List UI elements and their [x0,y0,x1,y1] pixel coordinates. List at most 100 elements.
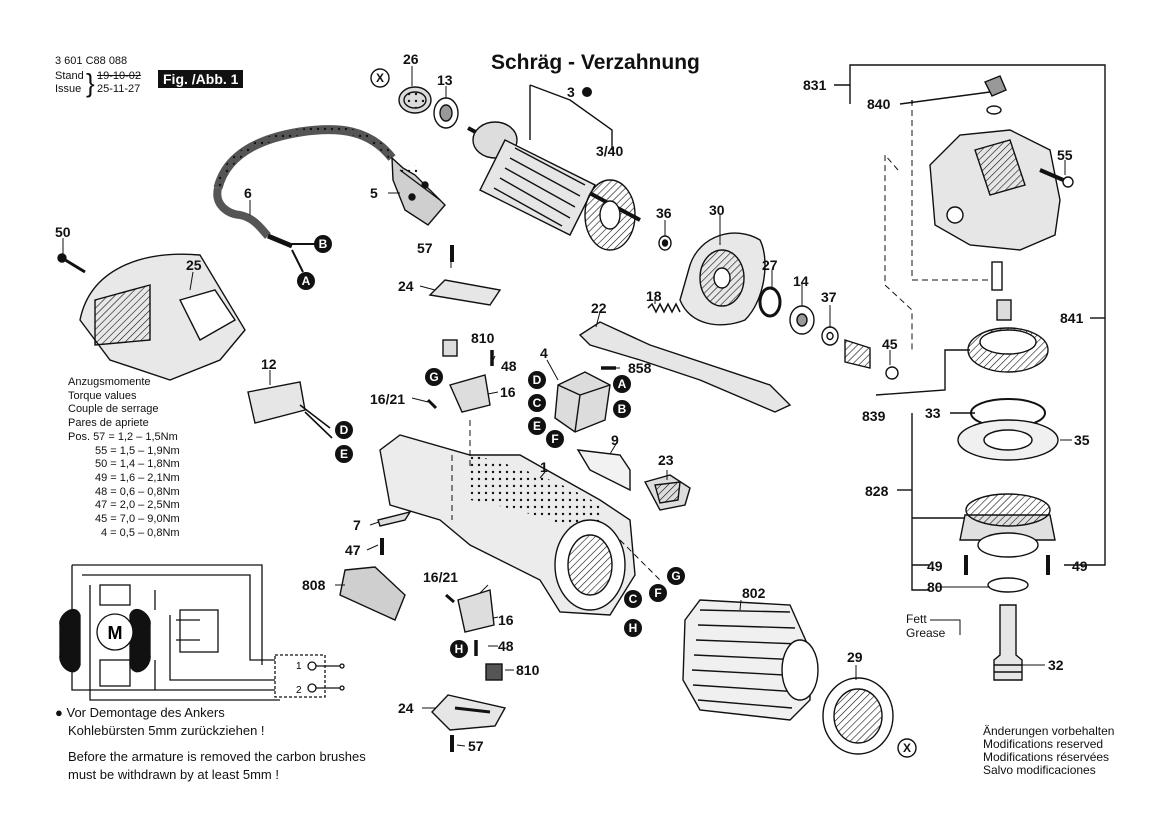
mains-plug [391,156,446,226]
wiring-diagram [59,564,345,701]
armature-note: ● Vor Demontage des Ankers Kohlebürsten … [55,704,366,784]
part-label: 840 [867,96,891,112]
cover-24-top [428,279,502,306]
screw-50 [57,253,86,274]
torque-row: 55 = 1,5 – 1,9Nm [95,444,180,457]
spindle-lock-button [984,75,1007,115]
bracket-3-40 [529,84,613,150]
part-label: 45 [882,336,898,352]
foam-808 [339,566,406,621]
part-label: 4 [540,345,548,361]
brace-glyph: } [86,68,95,98]
torque-row: 50 = 1,4 – 1,8Nm [95,458,180,471]
marker-f-switch: F [546,430,564,448]
part-label: 6 [244,185,252,201]
part-label: 49 [1072,558,1088,574]
removal-note-bullet [582,87,592,97]
part-label: 55 [1057,147,1073,163]
part-label: 29 [847,649,863,665]
svg-text:H: H [455,642,464,656]
washer-37 [821,326,839,346]
svg-text:X: X [376,71,384,85]
marker-a-cable: A [297,272,315,290]
part-label: 25 [186,257,202,273]
part-label: 5 [370,185,378,201]
part-label: 16/21 [423,569,458,585]
svg-text:C: C [629,592,638,606]
brush-holder-16-bottom [457,589,495,633]
clip-16-21-top [426,398,438,410]
note-bullet: ● [55,705,63,720]
pin-841 [991,261,1012,321]
note-de-2: Kohlebürsten 5mm zurückziehen ! [68,723,265,738]
svg-text:A: A [618,377,627,391]
part-label: 35 [1074,432,1090,448]
part-label: 49 [927,558,943,574]
issue-date: 25-11-27 [97,83,141,95]
screw-55 [1039,168,1074,188]
part-label: 16 [500,384,516,400]
motor-housing-1 [379,434,636,616]
bearing-13 [433,97,459,129]
part-label: 828 [865,483,889,499]
marker-a-switch: A [613,375,631,393]
part-label: 9 [611,432,619,448]
part-label: 808 [302,577,326,593]
part-label: 831 [803,77,827,93]
gear-housing-840 [929,129,1061,251]
part-label: 27 [762,257,778,273]
svg-text:B: B [618,402,627,416]
marker-h-bottom: H [450,640,468,658]
torque-row: Pos. 57 = 1,2 – 1,5Nm [68,430,178,443]
svg-text:C: C [533,396,542,410]
part-label: 16/21 [370,391,405,407]
marker-d-cap: D [335,421,353,439]
stand-label: Stand [55,70,84,82]
svg-text:F: F [654,586,661,600]
marker-e-cap: E [335,445,353,463]
part-label: 1 [540,459,548,475]
part-label: 13 [437,72,453,88]
switch-4 [554,371,611,433]
part-label: 3 [567,84,575,100]
terminal-1-label: 1 [296,661,302,672]
part-label: 24 [398,278,414,294]
marker-c-switch: C [528,394,546,412]
part-label: 810 [471,330,495,346]
marker-x-top: X [370,68,390,88]
bearing-14 [789,305,815,335]
figure-badge: Fig. /Abb. 1 [158,70,244,88]
ring-27 [758,286,782,318]
svg-text:D: D [340,423,349,437]
part-label: 858 [628,360,652,376]
stand-date: 19-10-02 [97,70,142,82]
bearing-flange-828 [959,493,1056,558]
torque-title-en: Torque values [68,389,137,402]
svg-text:H: H [629,621,638,635]
capacitor-12 [247,381,333,439]
rear-cover-25 [79,253,246,381]
bracket-839 [875,349,970,396]
part-label: 14 [793,273,809,289]
part-label: 12 [261,356,277,372]
part-label: 16 [498,612,514,628]
brush-810-top [442,339,458,357]
part-label: 37 [821,289,837,305]
grease-legend: Fett Grease [906,612,945,640]
part-label: 33 [925,405,941,421]
part-label: 839 [862,408,886,424]
alignment-lines [451,100,990,581]
motor-label: M [108,623,123,643]
part-label: 48 [501,358,517,374]
brush-810-bottom [485,663,503,681]
part-label: 841 [1060,310,1084,326]
issue-label: Issue [55,83,82,95]
torque-title-fr: Couple de serrage [68,403,159,416]
torque-title-de: Anzugsmomente [68,376,151,388]
part-label: 24 [398,700,414,716]
marker-g-top: G [425,368,443,386]
svg-text:G: G [429,370,438,384]
part-label: 57 [417,240,433,256]
svg-text:E: E [340,447,348,461]
